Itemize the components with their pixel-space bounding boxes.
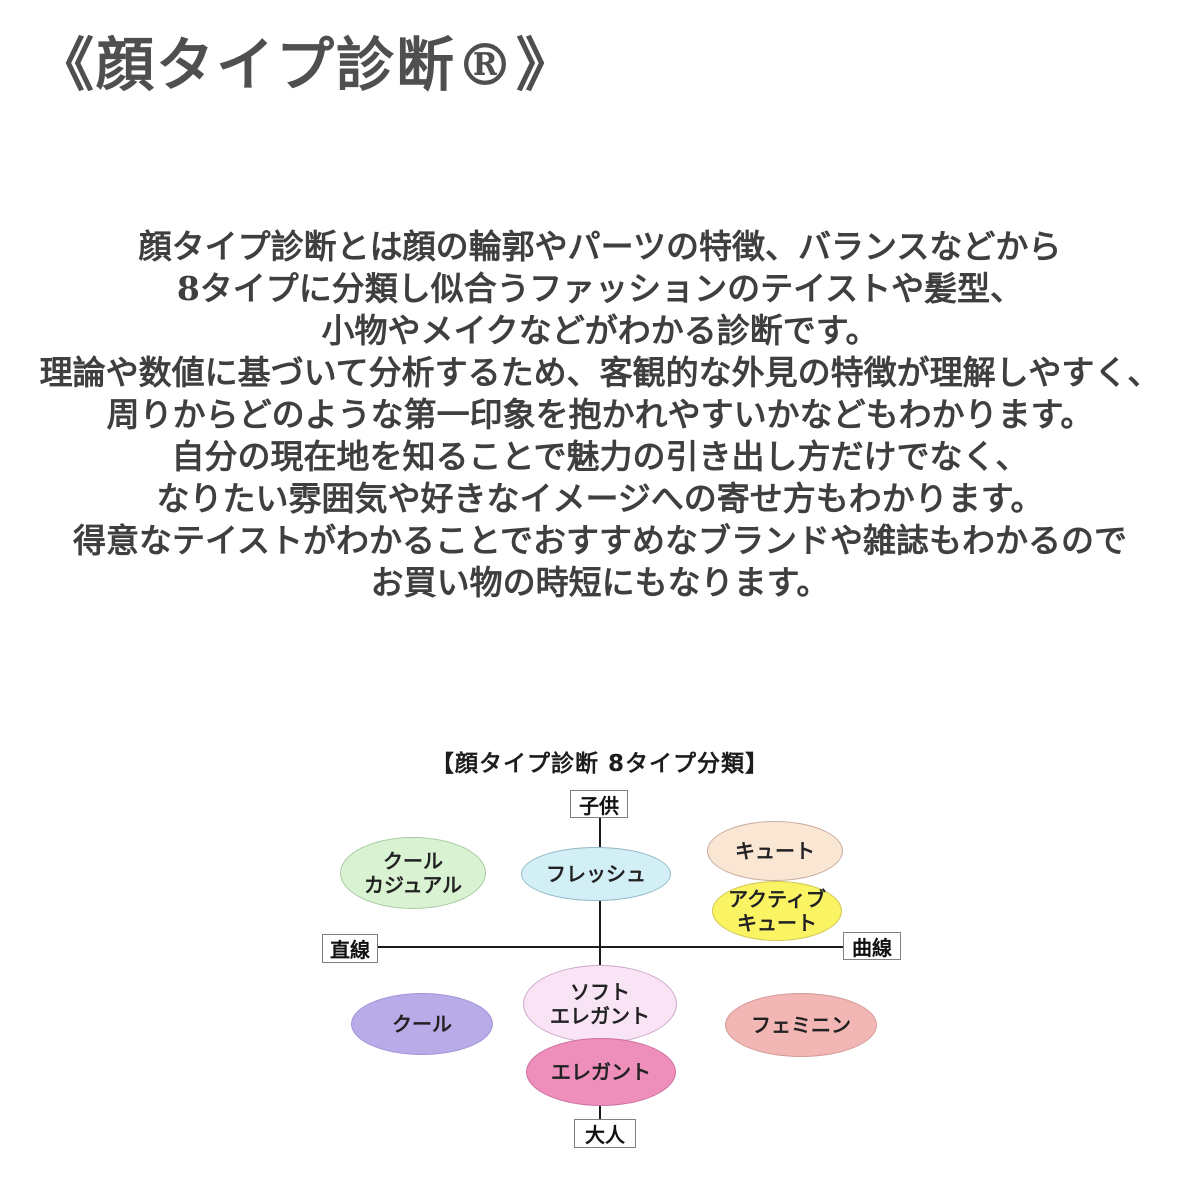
horizontal-axis-line	[377, 946, 843, 948]
ellipse-label: キュート	[737, 911, 817, 935]
ellipse-label: エレガント	[550, 1004, 650, 1028]
intro-line: 顔タイプ診断とは顔の輪郭やパーツの特徴、バランスなどから	[138, 227, 1062, 266]
intro-line: 8タイプに分類し似合うファッションのテイストや髪型、	[176, 269, 1024, 308]
ellipse-label: クール	[383, 849, 443, 873]
intro-line: 理論や数値に基づいて分析するため、客観的な外見の特徴が理解しやすく、	[39, 353, 1161, 392]
intro-line: 自分の現在地を知ることで魅力の引き出し方だけでなく、	[171, 437, 1029, 476]
diagram-title: 【顔タイプ診断 8タイプ分類】	[430, 751, 769, 777]
ellipse-feminine: フェミニン	[725, 993, 877, 1057]
ellipse-cool-casual: クールカジュアル	[340, 837, 486, 909]
intro-line: 小物やメイクなどがわかる診断です。	[321, 311, 879, 350]
ellipse-label: アクティブ	[728, 887, 826, 911]
ellipse-label: エレガント	[551, 1060, 651, 1084]
ellipse-label: フェミニン	[751, 1013, 851, 1037]
ellipse-fresh: フレッシュ	[521, 847, 671, 901]
intro-line: お買い物の時短にもなります。	[370, 563, 830, 602]
ellipse-soft-elegant: ソフトエレガント	[523, 965, 677, 1043]
axis-label-adult: 大人	[574, 1119, 636, 1148]
ellipse-cool: クール	[351, 993, 493, 1055]
intro-line: なりたい雰囲気や好きなイメージへの寄せ方もわかります。	[156, 479, 1044, 518]
ellipse-elegant: エレガント	[526, 1038, 676, 1106]
ellipse-active-cute: アクティブキュート	[712, 881, 842, 941]
intro-line: 得意なテイストがわかることでおすすめなブランドや雑誌もわかるので	[72, 521, 1128, 560]
axis-label-curve: 曲線	[843, 932, 901, 960]
ellipse-label: キュート	[735, 839, 815, 863]
ellipse-label: クール	[392, 1012, 452, 1036]
axis-label-child: 子供	[570, 790, 628, 818]
page-title: 《顔タイプ診断®》	[36, 31, 577, 99]
ellipse-cute: キュート	[707, 821, 843, 881]
ellipse-label: カジュアル	[364, 873, 462, 897]
axis-label-straight: 直線	[322, 934, 378, 963]
ellipse-label: フレッシュ	[546, 862, 646, 886]
intro-line: 周りからどのような第一印象を抱かれやすいかなどもわかります。	[106, 395, 1094, 434]
ellipse-label: ソフト	[570, 980, 630, 1004]
